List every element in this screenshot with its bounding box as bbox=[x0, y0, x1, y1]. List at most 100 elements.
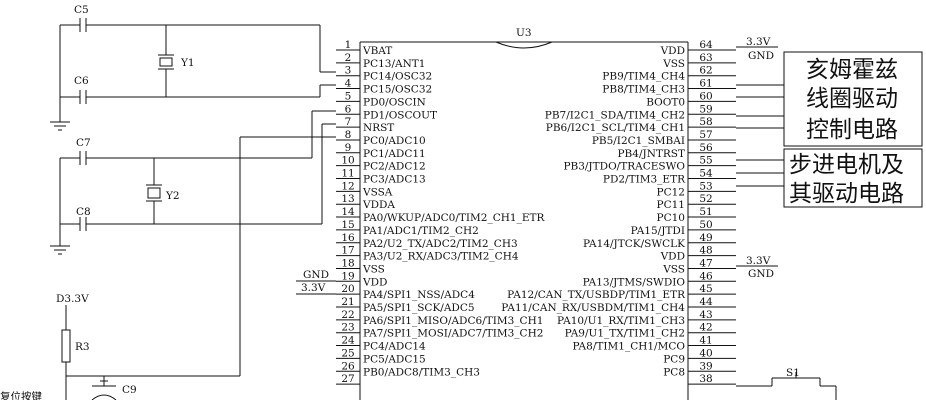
net-label-3v3-19: 3.3V bbox=[301, 282, 326, 294]
pin-name: VSS bbox=[662, 58, 685, 70]
pin-number: 16 bbox=[341, 232, 355, 244]
pin-number: 51 bbox=[699, 206, 712, 218]
pin-name: VSS bbox=[662, 263, 685, 275]
pin-name: PA3/U2_RX/ADC3/TIM2_CH4 bbox=[363, 251, 519, 263]
pin-number: 44 bbox=[699, 296, 713, 308]
capacitor-c9-curved-plate bbox=[91, 394, 117, 400]
pin-name: PA5/SPI1_SCK/ADC5 bbox=[363, 302, 475, 314]
left-power-nets: GND 3.3V bbox=[296, 269, 336, 295]
pin-number: 54 bbox=[699, 168, 713, 180]
pin-name: VDD bbox=[660, 45, 685, 57]
pin-number: 47 bbox=[699, 257, 712, 269]
pin-number: 24 bbox=[341, 335, 355, 347]
pin-name: PB9/TIM4_CH4 bbox=[602, 71, 685, 83]
pin-number: 53 bbox=[699, 180, 712, 192]
pin-name: PB7/I2C1_SDA/TIM4_CH2 bbox=[545, 109, 685, 121]
chip-notch bbox=[495, 41, 553, 49]
pin-name: BOOT0 bbox=[646, 96, 685, 108]
pin-name: PC1/ADC11 bbox=[363, 148, 426, 160]
pin-number: 57 bbox=[699, 129, 712, 141]
pin-number: 38 bbox=[699, 373, 712, 385]
net-label-gnd-18: GND bbox=[303, 269, 329, 281]
pin-name: NRST bbox=[363, 122, 394, 134]
net-label-gnd-top: GND bbox=[748, 50, 774, 62]
pin-name: PC2/ADC12 bbox=[363, 161, 426, 173]
pin-name: PC15/OSC32 bbox=[363, 84, 432, 96]
c6-label: C6 bbox=[74, 75, 89, 87]
pin-number: 59 bbox=[699, 103, 712, 115]
pin-name: PC4/ADC14 bbox=[363, 341, 426, 353]
chip-ref: U3 bbox=[516, 27, 532, 39]
pin-number: 7 bbox=[345, 116, 352, 128]
pin-number: 8 bbox=[345, 129, 352, 141]
pin-number: 13 bbox=[341, 193, 354, 205]
pin-name: PD2/TIM3_ETR bbox=[603, 174, 686, 186]
pin-name: PC8 bbox=[663, 366, 685, 378]
pin-name: PB4/JNTRST bbox=[617, 148, 685, 160]
pin-number: 42 bbox=[699, 322, 712, 334]
crystal-y1 bbox=[159, 57, 173, 67]
pin-name: PD0/OSCIN bbox=[363, 96, 426, 108]
pin-number: 22 bbox=[341, 309, 354, 321]
stepper-text-line-1: 步进电机及 bbox=[789, 152, 904, 178]
pin-number: 40 bbox=[699, 347, 712, 359]
pin-number: 27 bbox=[341, 373, 354, 385]
pin-name: PB8/TIM4_CH3 bbox=[602, 84, 685, 96]
net-label-3v3-48: 3.3V bbox=[746, 255, 771, 267]
helmholtz-coil-block: 亥姆霍兹 线圈驱动 控制电路 bbox=[783, 51, 923, 147]
pin-number: 55 bbox=[699, 155, 712, 167]
pin-number: 1 bbox=[345, 39, 352, 51]
pin-number: 41 bbox=[699, 335, 712, 347]
pin-name: PC9 bbox=[663, 353, 685, 365]
pin-name: VDDA bbox=[362, 199, 395, 211]
pin-number: 23 bbox=[341, 322, 354, 334]
y1-label: Y1 bbox=[180, 57, 195, 69]
y2-label: Y2 bbox=[165, 190, 180, 202]
pin-name: PC13/ANT1 bbox=[363, 58, 425, 70]
pin-name: PA15/JTDI bbox=[631, 225, 685, 237]
stepper-text-line-2: 其驱动电路 bbox=[789, 181, 904, 207]
pin-number: 58 bbox=[699, 116, 712, 128]
reset-key-partial-label: 复位按键 bbox=[0, 390, 42, 400]
helmholtz-text-line-3: 控制电路 bbox=[806, 117, 898, 143]
pin-number: 26 bbox=[341, 360, 355, 372]
pin-name: PC12 bbox=[657, 186, 685, 198]
pin-number: 45 bbox=[699, 283, 712, 295]
pin-name: VBAT bbox=[362, 45, 392, 57]
pin-name: VSS bbox=[362, 263, 385, 275]
helmholtz-text-line-1: 亥姆霍兹 bbox=[806, 57, 898, 83]
net-label-3v3-top: 3.3V bbox=[746, 36, 771, 48]
pin-name: PA0/WKUP/ADC0/TIM2_CH1_ETR bbox=[363, 212, 545, 224]
pin-name: PB6/I2C1_SCL/TIM4_CH1 bbox=[546, 122, 685, 134]
c7-label: C7 bbox=[76, 137, 91, 149]
c9-label: C9 bbox=[122, 384, 137, 396]
